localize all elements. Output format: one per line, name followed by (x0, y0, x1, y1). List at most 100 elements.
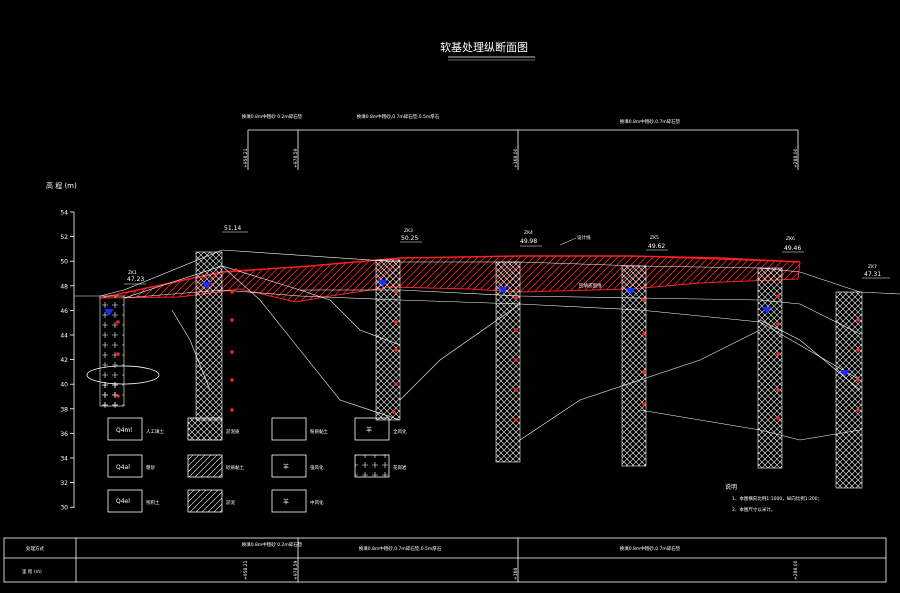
axis-tick-label: 50 (60, 259, 68, 266)
table-row1-label: 处理方式 (26, 545, 44, 552)
legend-label: 残积土 (146, 499, 160, 506)
top-segment-2: 换填0.8m中粗砂,0.7m碎石垫,0.5m厚石 (357, 113, 440, 120)
axis-tick-label: 34 (60, 456, 68, 463)
legend-label: 强风化 (310, 464, 324, 471)
legend-swatch (107, 489, 143, 513)
legend-text: Q4ml 人工填土 淤泥质 粉质黏土 Q4al 粗砂 Q4el 残积土 羊 全风… (116, 426, 407, 506)
top-station-2: +978.59 (293, 148, 299, 168)
axis-tick-label: 52 (60, 234, 68, 241)
legend-swatch (187, 489, 223, 513)
axis-tick-label: 32 (60, 480, 68, 487)
table-station-1: +958.21 (243, 560, 249, 580)
legend-label: 中风化 (310, 499, 324, 506)
highlight-ellipse (86, 365, 160, 385)
sample-marker (514, 388, 518, 392)
legend-label: 花岗岩 (393, 464, 407, 471)
notes: 说明 1、本图横向比例1:1000，纵向比例1:200； 2、本图尺寸以米计。 (725, 483, 822, 513)
sample-markers (116, 268, 860, 422)
legend-swatch (271, 489, 307, 513)
sample-marker (776, 352, 780, 356)
borehole-id: ZK1 (128, 270, 137, 276)
sample-marker (230, 290, 234, 294)
top-treatment-strip: 换填0.8m中粗砂 0.2m碎石垫 换填0.8m中粗砂,0.7m碎石垫,0.5m… (242, 113, 799, 170)
borehole-elev: 49.98 (520, 238, 537, 245)
borehole-zk3: ZK3 50.25 (375, 228, 422, 421)
sample-marker (116, 320, 120, 324)
borehole-elev: 49.46 (784, 245, 801, 252)
sample-marker (392, 410, 396, 414)
axis-tick-label: 54 (60, 210, 68, 217)
design-line-label: 设计线 (577, 234, 591, 241)
borehole-elev: 47.31 (864, 271, 881, 278)
boreholes: ZK1 47.23 51.14 ZK3 50.25 ZK4 49.98 ZK5 … (99, 225, 890, 489)
top-station-3: +168.00 (513, 148, 519, 168)
legend-label: 粉质黏土 (310, 428, 328, 435)
legend-symbol: Q4al (116, 464, 130, 471)
top-segment-3: 换填0.8m中粗砂,0.7m碎石垫 (620, 118, 681, 125)
borehole-elev: 50.25 (401, 235, 418, 242)
borehole-zk7: ZK7 47.31 (835, 264, 890, 489)
sample-marker (514, 418, 518, 422)
axis-tick-label: 42 (60, 357, 68, 364)
table-segment-2: 换填0.8m中粗砂,0.7m碎石垫,0.5m厚石 (359, 545, 442, 552)
water-level-markers (104, 280, 850, 377)
sample-marker (776, 322, 780, 326)
legend-label: 全风化 (393, 428, 407, 435)
sample-marker (394, 290, 398, 294)
table-station-3: +168 (513, 568, 519, 580)
legend-symbol: Q4el (116, 498, 130, 505)
sample-marker (116, 352, 120, 356)
borehole-id: ZK3 (404, 228, 413, 234)
notes-heading: 说明 (725, 483, 737, 491)
sample-marker (642, 298, 646, 302)
sample-marker (856, 378, 860, 382)
table-station-2: +978.59 (293, 560, 299, 580)
axis-tick-label: 36 (60, 431, 68, 438)
sample-marker (230, 318, 234, 322)
borehole-zk6: ZK6 49.46 (757, 236, 804, 469)
axis-tick-label: 46 (60, 308, 68, 315)
sample-marker (776, 294, 780, 298)
top-station-4: +288.00 (793, 148, 799, 168)
axis-tick-label: 44 (60, 333, 68, 340)
legend-label: 砂质黏土 (226, 464, 244, 471)
axis-tick-label: 30 (60, 505, 68, 512)
table-station-4: +288.00 (793, 560, 799, 580)
sample-marker (394, 382, 398, 386)
sample-marker (642, 402, 646, 406)
legend-symbol: Q4ml (116, 427, 132, 434)
top-station-1: +958.21 (243, 148, 249, 168)
borehole-zk5: ZK5 49.62 (621, 235, 668, 467)
borehole-id: ZK6 (786, 236, 795, 242)
sample-marker (394, 320, 398, 324)
legend-swatch (271, 454, 307, 478)
legend-symbol: 羊 (283, 498, 289, 506)
sample-marker (514, 328, 518, 332)
legend-label: 淤泥质 (226, 428, 240, 435)
legend-label: 淤泥 (226, 499, 235, 506)
fill-line-label: 回填底面线 (579, 282, 602, 289)
legend-label: 人工填土 (146, 428, 164, 435)
sample-marker (234, 268, 238, 272)
axis-tick-label: 40 (60, 382, 68, 389)
legend-swatch (271, 417, 307, 441)
table-segment-3: 换填0.8m中粗砂,0.7m碎石垫 (620, 545, 681, 552)
sample-marker (856, 348, 860, 352)
note-item: 2、本图尺寸以米计。 (732, 506, 775, 513)
borehole-id: ZK5 (650, 235, 659, 241)
borehole-elev: 47.23 (127, 276, 144, 283)
bottom-table (3, 537, 887, 583)
legend (107, 417, 390, 513)
sample-marker (230, 378, 234, 382)
note-item: 1、本图横向比例1:1000，纵向比例1:200； (732, 495, 822, 502)
sample-marker (856, 318, 860, 322)
borehole-elev: 49.62 (648, 243, 665, 250)
top-segment-1: 换填0.8m中粗砂 0.2m碎石垫 (242, 113, 303, 120)
legend-swatch (354, 454, 390, 478)
sample-marker (642, 370, 646, 374)
axis-label: 高 程 (m) (46, 181, 77, 190)
sample-marker (856, 408, 860, 412)
legend-swatch (187, 454, 223, 478)
borehole-zk4: ZK4 49.98 (495, 230, 542, 463)
